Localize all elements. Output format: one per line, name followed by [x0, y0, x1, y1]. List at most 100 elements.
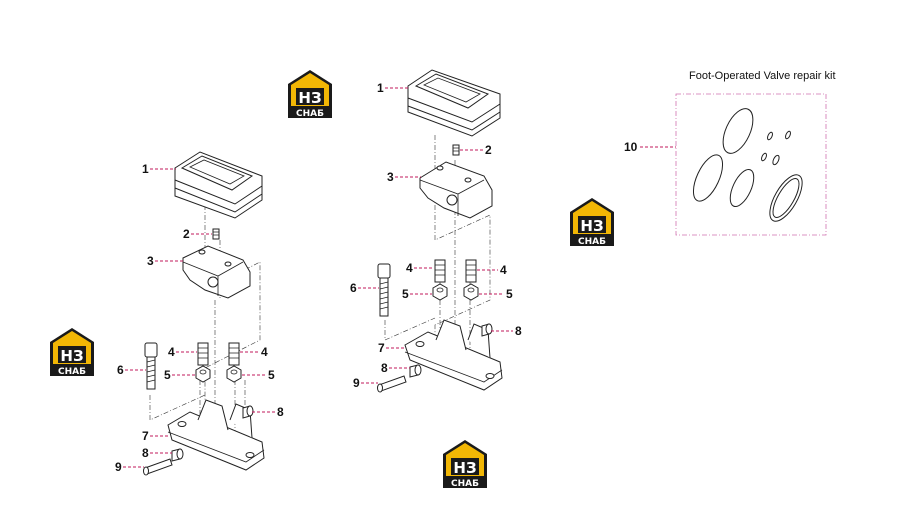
- svg-text:8: 8: [515, 324, 522, 338]
- svg-text:7: 7: [378, 341, 385, 355]
- callout-6: 6: [350, 281, 379, 295]
- svg-text:6: 6: [117, 363, 124, 377]
- spring: [197, 342, 209, 366]
- callout-1: 1: [377, 81, 409, 95]
- callout-4: 4: [477, 263, 507, 277]
- svg-text:СНАБ: СНАБ: [296, 109, 324, 119]
- callout-8: 8: [252, 405, 284, 419]
- callout-6: 6: [117, 363, 146, 377]
- logo-watermark: НЗ СНАБ: [443, 440, 487, 489]
- o-ring-medium: [729, 168, 755, 208]
- svg-text:5: 5: [164, 368, 171, 382]
- spring: [434, 259, 446, 283]
- svg-text:3: 3: [147, 254, 154, 268]
- svg-text:7: 7: [142, 429, 149, 443]
- bushing: [481, 323, 493, 337]
- svg-text:НЗ: НЗ: [298, 89, 321, 107]
- svg-text:10: 10: [624, 140, 638, 154]
- pin: [143, 458, 173, 476]
- svg-text:9: 9: [115, 460, 122, 474]
- right-assembly: 1 2 3 4 4 5 5 6: [350, 69, 522, 393]
- base-plate: [167, 399, 265, 471]
- svg-text:4: 4: [500, 263, 507, 277]
- svg-text:5: 5: [506, 287, 513, 301]
- svg-text:1: 1: [142, 162, 149, 176]
- pedal-pad: [407, 69, 501, 137]
- socket-bolt: [144, 342, 158, 390]
- seal-ring-inner: [772, 178, 800, 218]
- callout-2: 2: [460, 143, 492, 157]
- screw: [452, 144, 460, 156]
- svg-text:4: 4: [406, 261, 413, 275]
- bushing: [242, 405, 254, 419]
- bushing: [409, 364, 422, 378]
- svg-text:СНАБ: СНАБ: [58, 367, 86, 377]
- callout-5: 5: [402, 287, 432, 301]
- logo-watermark: НЗ СНАБ: [570, 198, 614, 247]
- repair-kit: Foot-Operated Valve repair kit 10: [624, 70, 836, 236]
- pedal-pad: [174, 151, 263, 219]
- svg-text:2: 2: [485, 143, 492, 157]
- hex-nut: [195, 365, 211, 383]
- left-assembly: 1 2 3 4 4 5 5 6: [115, 151, 284, 476]
- o-ring-large: [722, 108, 754, 154]
- callout-1: 1: [142, 162, 176, 176]
- svg-text:СНАБ: СНАБ: [578, 237, 606, 247]
- callout-4: 4: [240, 345, 268, 359]
- svg-text:6: 6: [350, 281, 357, 295]
- svg-text:НЗ: НЗ: [60, 347, 83, 365]
- svg-text:3: 3: [387, 170, 394, 184]
- callout-5: 5: [164, 368, 195, 382]
- small-seal: [785, 130, 791, 140]
- small-seal: [767, 131, 773, 141]
- callout-3: 3: [387, 170, 421, 184]
- callout-8: 8: [381, 361, 410, 375]
- callout-4: 4: [406, 261, 434, 275]
- svg-text:9: 9: [353, 376, 360, 390]
- callout-5: 5: [479, 287, 513, 301]
- kit-box: [675, 93, 827, 236]
- small-seal: [761, 152, 767, 162]
- spring: [465, 259, 477, 283]
- svg-text:8: 8: [381, 361, 388, 375]
- logo-watermark: НЗ СНАБ: [50, 328, 94, 377]
- screw: [212, 228, 220, 240]
- pedal-bracket: [182, 245, 251, 299]
- spring: [228, 342, 240, 366]
- svg-text:5: 5: [402, 287, 409, 301]
- callout-8: 8: [491, 324, 522, 338]
- pin: [377, 375, 407, 393]
- svg-text:2: 2: [183, 227, 190, 241]
- callout-2: 2: [183, 227, 212, 241]
- callout-3: 3: [147, 254, 184, 268]
- callout-8: 8: [142, 446, 172, 460]
- svg-text:4: 4: [261, 345, 268, 359]
- small-seal: [772, 154, 780, 166]
- hex-nut: [432, 283, 448, 301]
- callout-7: 7: [142, 429, 169, 443]
- svg-text:4: 4: [168, 345, 175, 359]
- svg-text:8: 8: [142, 446, 149, 460]
- hex-nut: [226, 365, 242, 383]
- svg-text:СНАБ: СНАБ: [451, 479, 479, 489]
- svg-text:НЗ: НЗ: [453, 459, 476, 477]
- socket-bolt: [377, 263, 391, 317]
- kit-callout-10: 10: [624, 140, 676, 154]
- hex-nut: [463, 283, 479, 301]
- callout-7: 7: [378, 341, 406, 355]
- o-ring-medium: [692, 154, 724, 202]
- callout-4: 4: [168, 345, 197, 359]
- logo-watermark: НЗ СНАБ: [288, 70, 332, 119]
- svg-text:1: 1: [377, 81, 384, 95]
- pedal-bracket: [419, 161, 493, 219]
- svg-text:8: 8: [277, 405, 284, 419]
- kit-title: Foot-Operated Valve repair kit: [689, 70, 836, 82]
- base-plate: [404, 319, 503, 391]
- callout-5: 5: [242, 368, 275, 382]
- svg-text:НЗ: НЗ: [580, 217, 603, 235]
- callout-9: 9: [115, 460, 144, 474]
- bushing: [171, 448, 184, 462]
- svg-text:5: 5: [268, 368, 275, 382]
